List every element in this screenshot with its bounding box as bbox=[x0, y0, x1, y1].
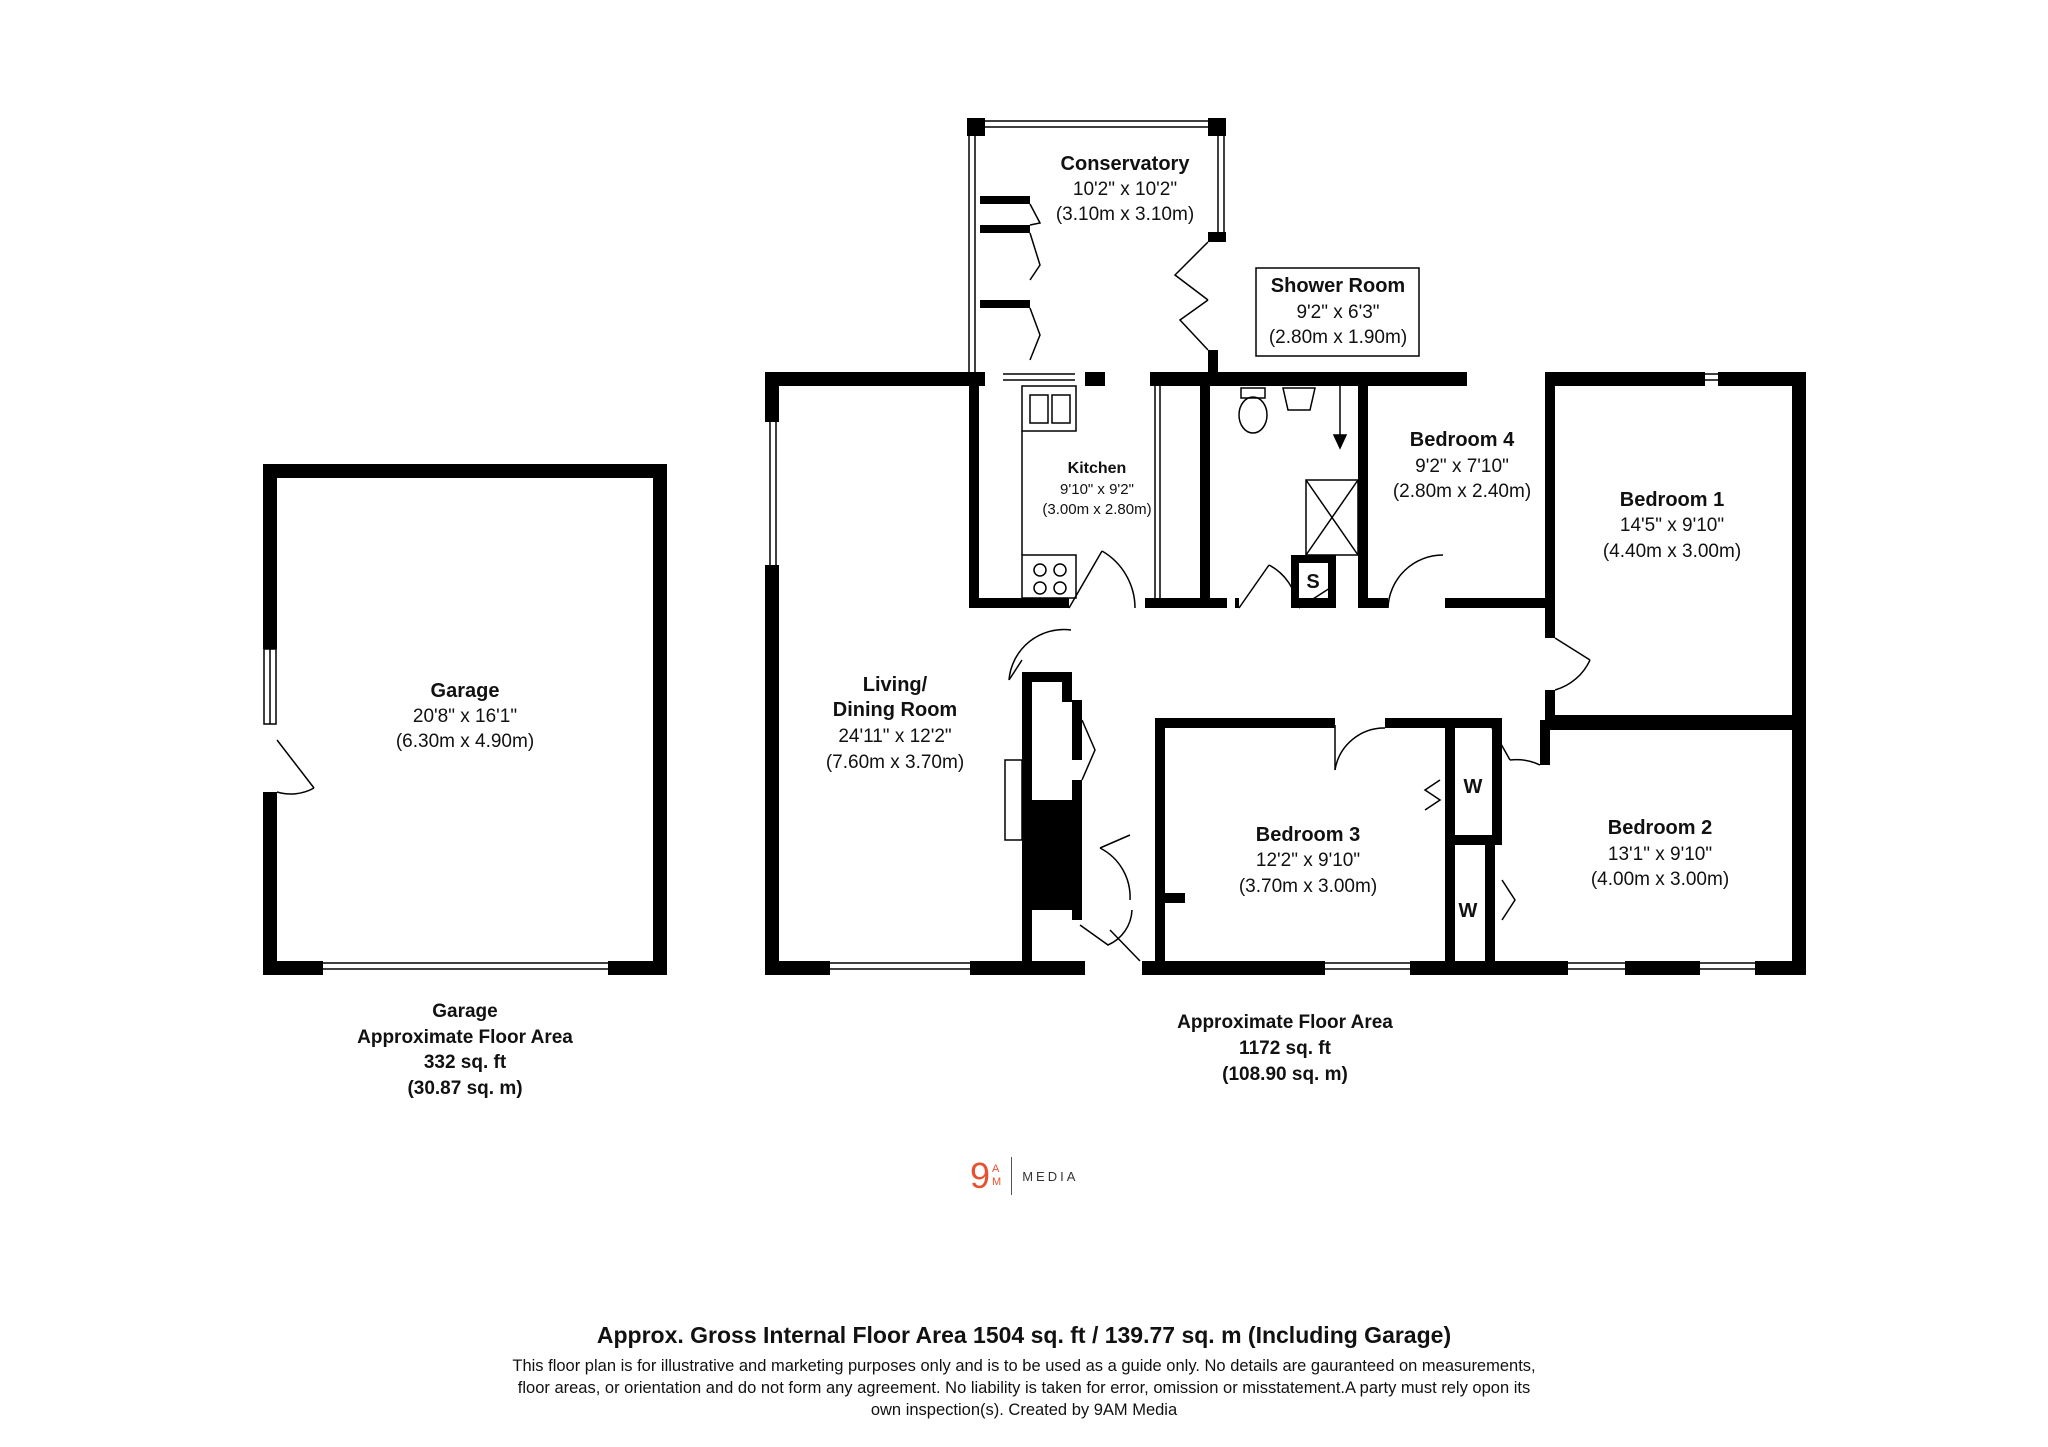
conservatory-glazing bbox=[968, 120, 1225, 372]
shower-room-metric: (2.80m x 1.90m) bbox=[1269, 327, 1407, 348]
bedroom3-metric: (3.70m x 3.00m) bbox=[1239, 876, 1377, 897]
bedroom2-imperial: 13'1" x 9'10" bbox=[1608, 844, 1712, 865]
bedroom3-imperial: 12'2" x 9'10" bbox=[1256, 850, 1360, 871]
living-metric: (7.60m x 3.70m) bbox=[826, 752, 964, 773]
garage-name: Garage bbox=[431, 680, 500, 702]
garage-up-and-over-door bbox=[323, 962, 608, 970]
living-name-line1: Living/ bbox=[863, 674, 928, 696]
bedroom1-metric: (4.40m x 3.00m) bbox=[1603, 541, 1741, 562]
logo-divider bbox=[1011, 1157, 1013, 1195]
bedroom2-metric: (4.00m x 3.00m) bbox=[1591, 869, 1729, 890]
main-area-sqft: 1172 sq. ft bbox=[1239, 1038, 1332, 1059]
bedroom4-metric: (2.80m x 2.40m) bbox=[1393, 481, 1531, 502]
fireplace bbox=[1004, 759, 1023, 841]
logo-numeral: 9 bbox=[970, 1155, 991, 1196]
bedroom4-name: Bedroom 4 bbox=[1410, 429, 1515, 451]
garage-area-sqft: 332 sq. ft bbox=[424, 1052, 507, 1073]
shower-room-imperial: 9'2" x 6'3" bbox=[1296, 302, 1379, 323]
conservatory-metric: (3.10m x 3.10m) bbox=[1056, 204, 1194, 225]
door-swings bbox=[1008, 384, 1591, 962]
shower-fixtures bbox=[1238, 386, 1359, 556]
bedroom1-name: Bedroom 1 bbox=[1620, 489, 1724, 511]
house-outer-walls bbox=[765, 372, 1806, 975]
kitchen-name: Kitchen bbox=[1068, 460, 1127, 477]
conservatory-name: Conservatory bbox=[1061, 153, 1191, 175]
bedroom3-name: Bedroom 3 bbox=[1256, 824, 1360, 846]
house-internal-walls bbox=[969, 386, 1806, 975]
garage-window bbox=[263, 648, 277, 725]
bedroom1-imperial: 14'5" x 9'10" bbox=[1620, 515, 1724, 536]
bedroom2-name: Bedroom 2 bbox=[1608, 817, 1712, 839]
garage-side-door bbox=[276, 739, 315, 795]
kitchen-imperial: 9'10" x 9'2" bbox=[1060, 481, 1134, 498]
brand-logo: 9 A M MEDIA bbox=[970, 1153, 1078, 1199]
conservatory-cupboard-doors bbox=[1029, 203, 1042, 361]
main-area-sqm: (108.90 sq. m) bbox=[1222, 1064, 1348, 1085]
wardrobe-marker: W bbox=[1459, 900, 1478, 922]
logo-am: A M bbox=[992, 1163, 1001, 1189]
room-labels: Garage 20'8" x 16'1" (6.30m x 4.90m) Con… bbox=[396, 153, 1741, 922]
kitchen-fixtures bbox=[1021, 385, 1161, 599]
kitchen-metric: (3.00m x 2.80m) bbox=[1042, 501, 1151, 518]
living-name-line2: Dining Room bbox=[833, 699, 957, 721]
garage-area-sqm: (30.87 sq. m) bbox=[407, 1078, 522, 1099]
bedroom4-imperial: 9'2" x 7'10" bbox=[1415, 456, 1509, 477]
conservatory-structure bbox=[967, 118, 1226, 378]
living-imperial: 24'11" x 12'2" bbox=[838, 726, 951, 747]
storage-marker: S bbox=[1306, 571, 1319, 593]
garage-area-label: Garage bbox=[432, 1001, 497, 1022]
garage-structure bbox=[263, 464, 667, 975]
disclaimer-text: This floor plan is for illustrative and … bbox=[512, 1357, 1536, 1419]
shower-room-name: Shower Room bbox=[1271, 275, 1405, 297]
gross-area-title: Approx. Gross Internal Floor Area 1504 s… bbox=[596, 1322, 1452, 1348]
garage-metric: (6.30m x 4.90m) bbox=[396, 731, 534, 752]
garage-imperial: 20'8" x 16'1" bbox=[413, 706, 517, 727]
logo-wordmark: MEDIA bbox=[1022, 1168, 1079, 1184]
wardrobe-marker: W bbox=[1464, 776, 1483, 798]
main-area-caption: Approximate Floor Area bbox=[1177, 1012, 1393, 1033]
logo-m: M bbox=[992, 1176, 1002, 1188]
garage-area-caption: Approximate Floor Area bbox=[357, 1027, 573, 1048]
logo-a: A bbox=[992, 1163, 1000, 1175]
house-windows bbox=[769, 373, 1755, 970]
conservatory-french-doors bbox=[1173, 241, 1209, 351]
shower-label-box bbox=[1255, 267, 1420, 357]
conservatory-imperial: 10'2" x 10'2" bbox=[1073, 179, 1177, 200]
area-summaries: Garage Approximate Floor Area 332 sq. ft… bbox=[357, 1001, 1393, 1099]
